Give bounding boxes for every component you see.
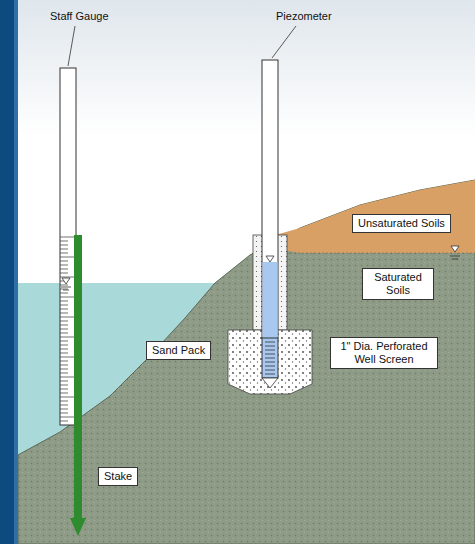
side-bar-edge <box>14 0 18 544</box>
gauge-tick <box>60 249 68 250</box>
box-label: 1" Dia. Perforated Well Screen <box>336 340 432 366</box>
gauge-tick <box>60 377 74 378</box>
gauge-tick <box>60 349 68 350</box>
screen-slot <box>265 346 275 347</box>
side-bar <box>0 0 18 544</box>
gauge-tick <box>60 329 68 330</box>
box-label: Unsaturated Soils <box>358 217 445 230</box>
screen-slot <box>265 362 275 363</box>
part-name: Piezometer <box>276 10 332 22</box>
label-box: Sand Pack <box>146 341 211 360</box>
water-column <box>263 262 278 338</box>
label-box: Stake <box>98 467 138 486</box>
gauge-tick <box>60 373 68 374</box>
gauge-tick <box>60 253 68 254</box>
water-level-marker <box>266 256 274 262</box>
label-box: 1" Dia. Perforated Well Screen <box>330 337 438 369</box>
gauge-tick <box>60 421 68 422</box>
gauge-ticks <box>60 237 74 421</box>
label-box: Unsaturated Soils <box>352 214 451 233</box>
screen-slot <box>265 374 275 375</box>
gauge-tick <box>60 301 68 302</box>
ground <box>18 180 475 544</box>
screen-slot <box>265 358 275 359</box>
stake <box>74 235 82 518</box>
staff-gauge-board <box>60 68 76 425</box>
gauge-tick <box>60 341 68 342</box>
gauge-tick <box>60 257 74 258</box>
box-label: Stake <box>104 470 132 483</box>
screen-slot <box>265 354 275 355</box>
screen-slot <box>265 342 275 343</box>
gauge-tick <box>60 381 68 382</box>
gauge-tick <box>60 353 68 354</box>
gauge-tick <box>60 369 68 370</box>
gauge-tick <box>60 393 68 394</box>
gauge-tick <box>60 261 68 262</box>
gauge-tick <box>60 237 74 238</box>
gauge-tick <box>60 361 68 362</box>
gauge-tick <box>60 385 68 386</box>
screen-slots <box>265 342 275 374</box>
gauge-tick <box>60 389 68 390</box>
water-table-line <box>258 253 475 254</box>
leader-line <box>68 26 75 66</box>
part-name: Staff Gauge <box>50 10 109 22</box>
water-level-marker <box>61 278 71 290</box>
screen-slot <box>265 350 275 351</box>
gauge-tick <box>60 269 68 270</box>
gauge-tick <box>60 277 74 278</box>
gauge-tick <box>60 285 68 286</box>
unsaturated-zone <box>258 180 475 253</box>
gauge-tick <box>60 309 68 310</box>
leader-line <box>272 26 296 58</box>
gauge-tick <box>60 401 68 402</box>
box-label: Sand Pack <box>152 344 205 357</box>
gauge-tick <box>60 337 74 338</box>
screen-slot <box>265 370 275 371</box>
label-box: Saturated Soils <box>362 268 434 300</box>
gauge-tick <box>60 293 68 294</box>
box-label: Saturated Soils <box>368 271 428 297</box>
gauge-tick <box>60 245 68 246</box>
gauge-tick <box>60 413 68 414</box>
gauge-tick <box>60 357 74 358</box>
gauge-tick <box>60 365 68 366</box>
gauge-tick <box>60 321 68 322</box>
water-table-marker <box>450 246 460 259</box>
gauge-tick <box>60 345 68 346</box>
stake-tip <box>70 518 86 536</box>
sand-pack <box>228 330 312 394</box>
well-screen <box>262 338 278 378</box>
gauge-tick <box>60 333 68 334</box>
gauge-tick <box>60 317 74 318</box>
gauge-tick <box>60 289 68 290</box>
piezometer-riser <box>262 60 278 338</box>
well-point <box>262 378 278 388</box>
gauge-tick <box>60 265 68 266</box>
gauge-tick <box>60 305 68 306</box>
gauge-tick <box>60 397 74 398</box>
gauge-tick <box>60 417 74 418</box>
gauge-tick <box>60 273 68 274</box>
gauge-tick <box>60 405 68 406</box>
gauge-tick <box>60 241 68 242</box>
gauge-tick <box>60 409 68 410</box>
gauge-tick <box>60 325 68 326</box>
gauge-tick <box>60 297 74 298</box>
screen-slot <box>265 366 275 367</box>
gauge-tick <box>60 313 68 314</box>
